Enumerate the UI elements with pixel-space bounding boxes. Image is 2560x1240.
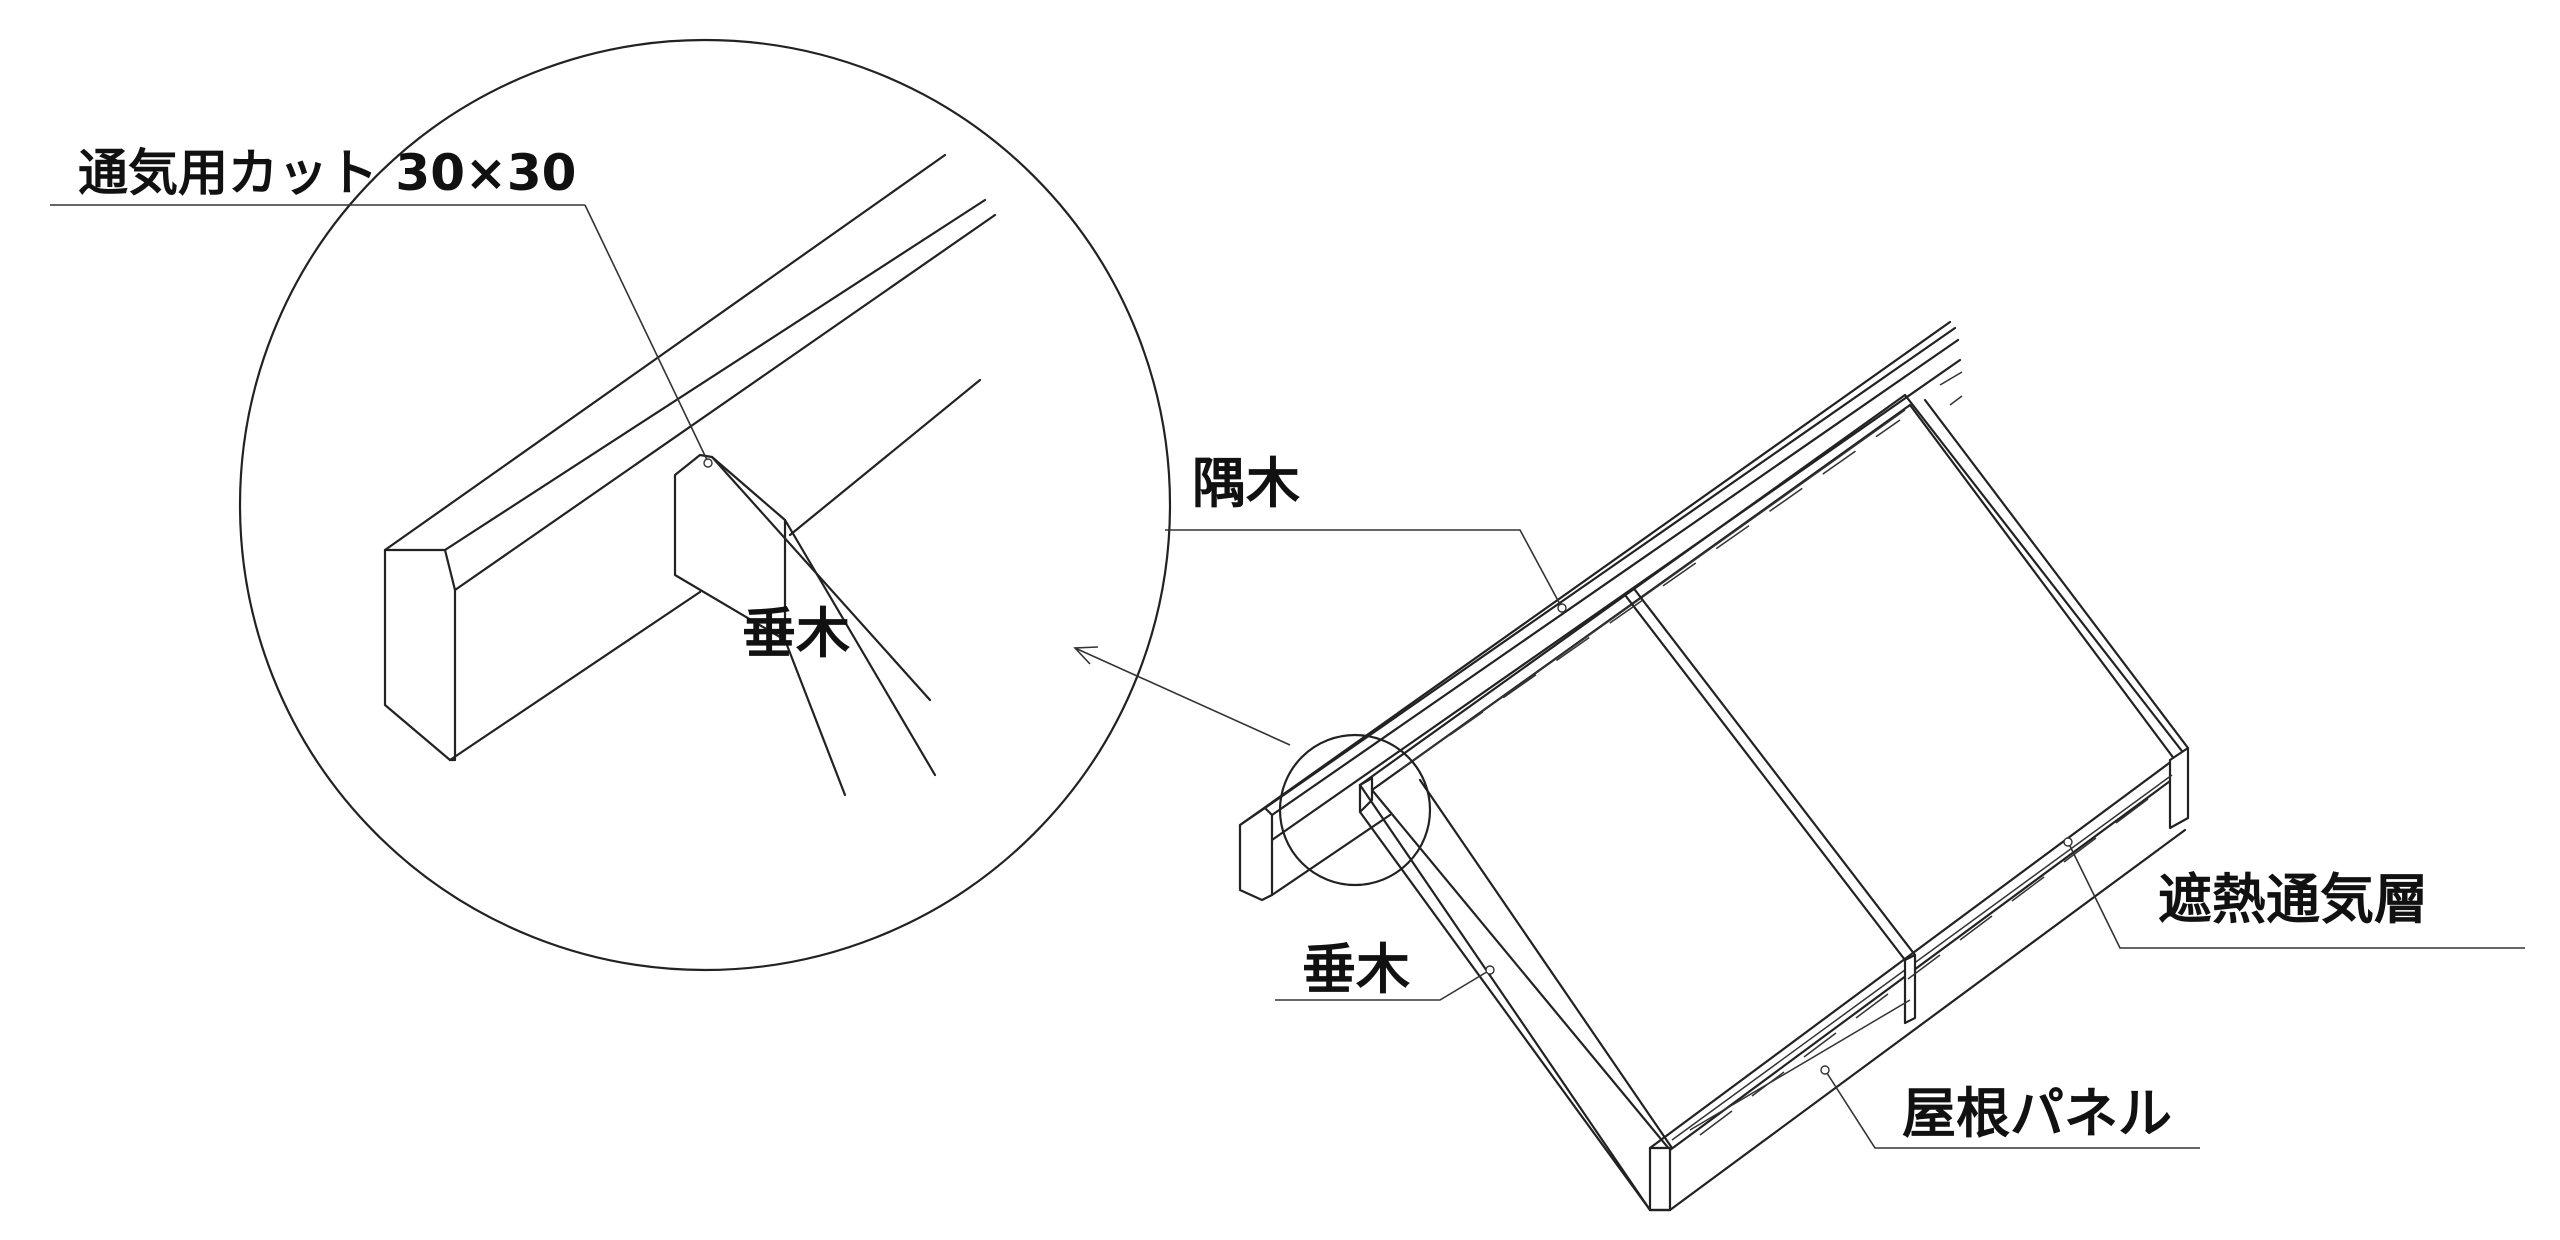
label-hip-beam: 隅木: [1192, 452, 1300, 515]
label-roof-panel: 屋根パネル: [1902, 1082, 2172, 1145]
leaders-main: [1165, 529, 2525, 1149]
label-rafter-detail: 垂木: [742, 602, 850, 665]
detail-magnified-view: [50, 38, 1172, 972]
main-roof-panel: [1358, 393, 2190, 1212]
main-roof-assembly: [1238, 320, 2190, 1212]
detail-callout-circle: [1278, 733, 1432, 887]
vent-cut-leader: [50, 204, 713, 468]
label-vent-cut: 通気用カット 30×30: [78, 144, 576, 202]
magnify-arrow: [1073, 646, 1291, 746]
detail-rafter: [673, 453, 937, 797]
detail-hip-beam: [383, 153, 997, 762]
detail-circle: [238, 38, 1172, 972]
main-hip-beam: [1238, 320, 1963, 902]
label-thermal-vent-layer: 遮熱通気層: [2158, 868, 2428, 931]
label-rafter-main: 垂木: [1302, 938, 1410, 1001]
